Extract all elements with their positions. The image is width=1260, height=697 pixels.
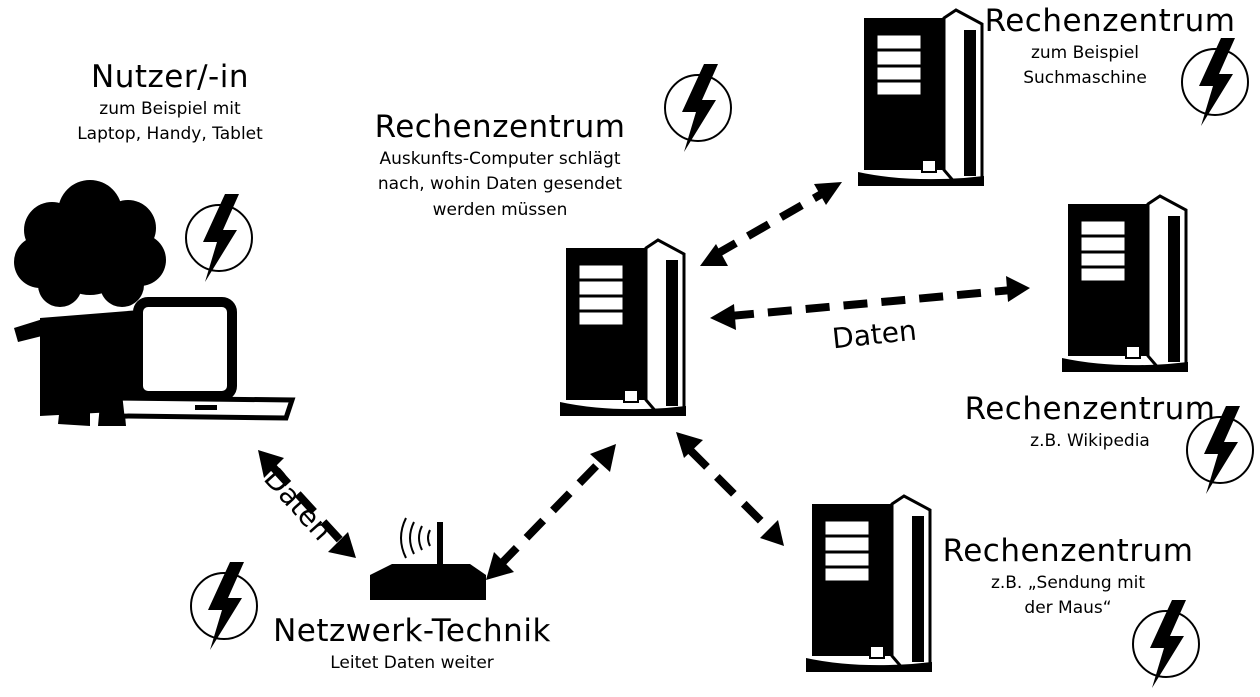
dns-subtitle-line2: nach, wohin Daten gesendet xyxy=(377,174,623,195)
arrow-heads xyxy=(258,182,1030,580)
wiki-label: Rechenzentrum z.B. Wikipedia xyxy=(960,390,1220,454)
network-subtitle-line1: Leitet Daten weiter xyxy=(330,652,494,673)
dns-label: Rechenzentrum Auskunfts-Computer schlägt… xyxy=(340,108,660,223)
power-lightning-icon xyxy=(190,561,258,651)
search-label: Rechenzentrum zum Beispiel Suchmaschine xyxy=(970,2,1250,92)
server-tower-icon xyxy=(804,494,934,674)
power-lightning-icon xyxy=(664,63,732,153)
server-tower-icon xyxy=(1060,194,1190,374)
wiki-title: Rechenzentrum xyxy=(964,391,1216,427)
power-lightning-icon xyxy=(185,193,253,283)
person-icon xyxy=(14,180,166,426)
network-label: Netzwerk-Technik Leitet Daten weiter xyxy=(262,612,562,676)
dns-subtitle-line3: werden müssen xyxy=(432,199,568,220)
user-subtitle-line2: Laptop, Handy, Tablet xyxy=(77,124,263,145)
laptop-icon xyxy=(117,297,296,421)
search-subtitle-line2: Suchmaschine xyxy=(1023,68,1147,89)
user-subtitle-line1: zum Beispiel mit xyxy=(99,98,241,119)
maus-subtitle-line2: der Maus“ xyxy=(1024,598,1112,619)
dns-title: Rechenzentrum xyxy=(374,109,626,145)
maus-label: Rechenzentrum z.B. „Sendung mit der Maus… xyxy=(938,532,1198,622)
user-label: Nutzer/-in zum Beispiel mit Laptop, Hand… xyxy=(40,58,300,148)
search-title: Rechenzentrum xyxy=(984,3,1236,39)
user-title: Nutzer/-in xyxy=(91,59,249,95)
router-icon xyxy=(370,517,486,600)
server-tower-icon xyxy=(558,238,688,418)
wiki-subtitle-line1: z.B. Wikipedia xyxy=(1030,430,1150,451)
server-tower-icon xyxy=(856,8,986,188)
dns-subtitle-line1: Auskunfts-Computer schlägt xyxy=(379,148,621,169)
maus-subtitle-line1: z.B. „Sendung mit xyxy=(990,572,1146,593)
maus-title: Rechenzentrum xyxy=(942,533,1194,569)
search-subtitle-line1: zum Beispiel xyxy=(1030,42,1140,63)
network-title: Netzwerk-Technik xyxy=(273,613,551,649)
connection-arrows xyxy=(269,188,1013,568)
